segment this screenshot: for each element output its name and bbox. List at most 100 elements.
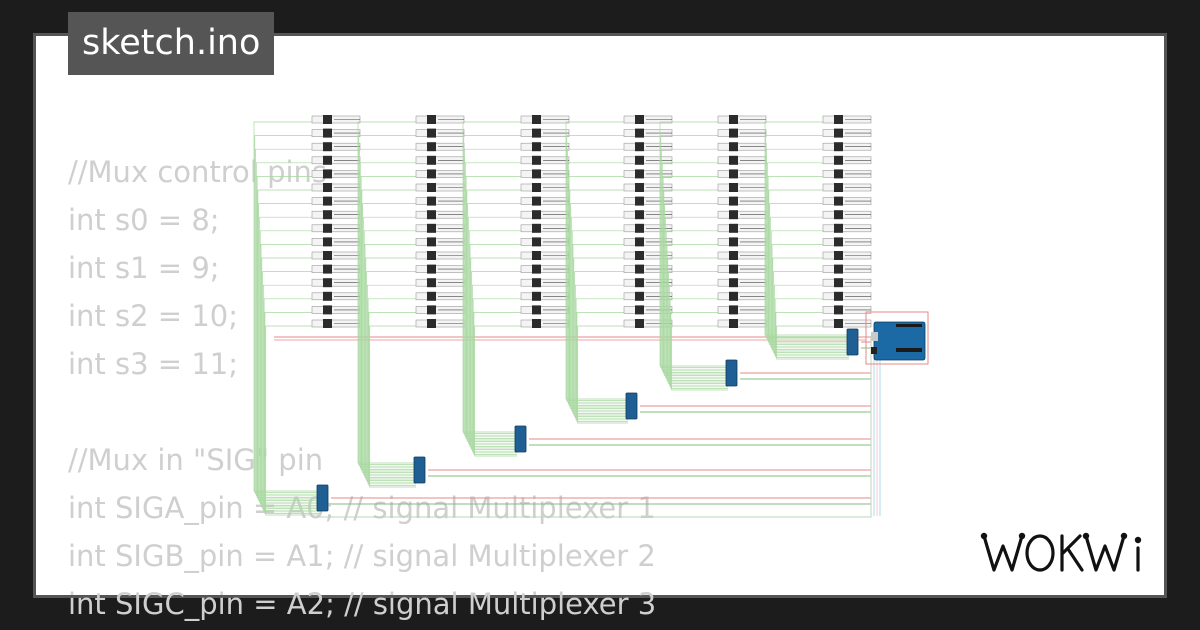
signal-wire (669, 298, 728, 388)
signal-wire (464, 148, 526, 436)
signal-wire (260, 244, 319, 506)
signal-wire (472, 284, 526, 452)
slider-knob (635, 251, 644, 260)
slider-knob (323, 142, 332, 152)
signal-wire (473, 312, 526, 455)
slider-knob (635, 305, 644, 315)
multiplexer-board-icon (725, 359, 738, 387)
signal-wire (265, 325, 319, 516)
slider-knob (635, 278, 644, 288)
signal-wire (366, 271, 421, 481)
slider-knob (427, 210, 436, 220)
signal-wire (257, 189, 319, 500)
slider-knob (834, 291, 843, 301)
signal-wire (361, 189, 421, 472)
header-pins (896, 324, 922, 327)
signal-wire (773, 271, 849, 353)
slider-knob (729, 264, 738, 274)
signal-wire (772, 257, 849, 352)
slider-knob (532, 319, 541, 328)
slider-knob (729, 237, 738, 247)
slider-knob (427, 291, 436, 301)
signal-wire (565, 121, 629, 400)
slider-knob (834, 196, 843, 206)
signal-wire (474, 325, 526, 457)
multiplexer-board-icon (514, 425, 527, 453)
slider-knob (323, 319, 332, 328)
signal-wire (566, 135, 629, 401)
slider-knob (729, 196, 738, 206)
slider-knob (532, 305, 541, 315)
slider-knob (834, 210, 843, 220)
slider-knob (532, 183, 541, 192)
signal-wire (360, 176, 421, 470)
slider-knob (834, 128, 843, 138)
slider-knob (532, 196, 541, 206)
slider-knob (635, 155, 644, 165)
arduino-uno-icon (873, 321, 926, 361)
slider-knob (635, 196, 644, 206)
slider-knob (427, 223, 436, 233)
signal-wire (264, 312, 319, 514)
signal-wire (666, 244, 728, 381)
signal-wire (668, 271, 728, 384)
slider-knob (427, 115, 436, 124)
signal-wire (316, 336, 872, 518)
signal-wire (775, 312, 849, 358)
signal-wire (765, 135, 849, 337)
signal-wire (774, 298, 849, 357)
slider-knob (729, 155, 738, 165)
circuit-diagram (253, 115, 929, 518)
signal-wire (662, 176, 728, 373)
signal-wire (663, 189, 728, 375)
code-line: int SIGB_pin = A1; // signal Multiplexer… (68, 539, 656, 573)
slider-knob (834, 237, 843, 247)
signal-wire (359, 162, 421, 469)
signal-wire (576, 312, 629, 422)
signal-wire (469, 244, 526, 447)
signal-wire (659, 121, 728, 367)
slider-knob (427, 278, 436, 288)
slider-knob (729, 142, 738, 152)
signal-wire (661, 162, 728, 372)
signal-wire (262, 271, 319, 509)
signal-wire (256, 176, 319, 498)
signal-wire (770, 216, 849, 347)
code-line: //Mux in "SIG" pin (68, 443, 324, 477)
code-line: int s2 = 10; (68, 299, 238, 333)
multiplexer-board-icon (625, 392, 638, 420)
slider-knob (427, 155, 436, 165)
signal-wire (363, 230, 421, 477)
slider-knob (532, 115, 541, 124)
signal-wire (669, 284, 728, 386)
signal-wire (472, 298, 526, 454)
slider-knob (323, 278, 332, 288)
slider-knob (834, 142, 843, 152)
slider-knob (635, 237, 644, 247)
signal-wire (770, 230, 849, 349)
slider-knob (532, 128, 541, 138)
signal-wire (468, 216, 526, 444)
signal-wire (570, 203, 629, 409)
signal-wire (263, 298, 319, 513)
slider-knob (729, 223, 738, 233)
slider-knob (834, 264, 843, 274)
slider-knob (635, 264, 644, 274)
code-line: int s1 = 9; (68, 251, 220, 285)
slider-knob (427, 319, 436, 328)
signal-wire (359, 148, 421, 467)
signal-wire (358, 135, 421, 465)
slider-knob (427, 142, 436, 152)
signal-wire (254, 135, 319, 493)
wokwi-logo-icon (980, 532, 1142, 572)
slider-knob (729, 319, 738, 328)
signal-wire (369, 325, 421, 488)
multiplexer-board-icon (846, 328, 859, 356)
signal-wire (568, 176, 629, 406)
slider-knob (427, 128, 436, 138)
slider-knob (834, 183, 843, 192)
signal-wire (567, 148, 629, 403)
slider-knob (532, 251, 541, 260)
header-pins (896, 348, 922, 352)
slider-knob (729, 291, 738, 301)
